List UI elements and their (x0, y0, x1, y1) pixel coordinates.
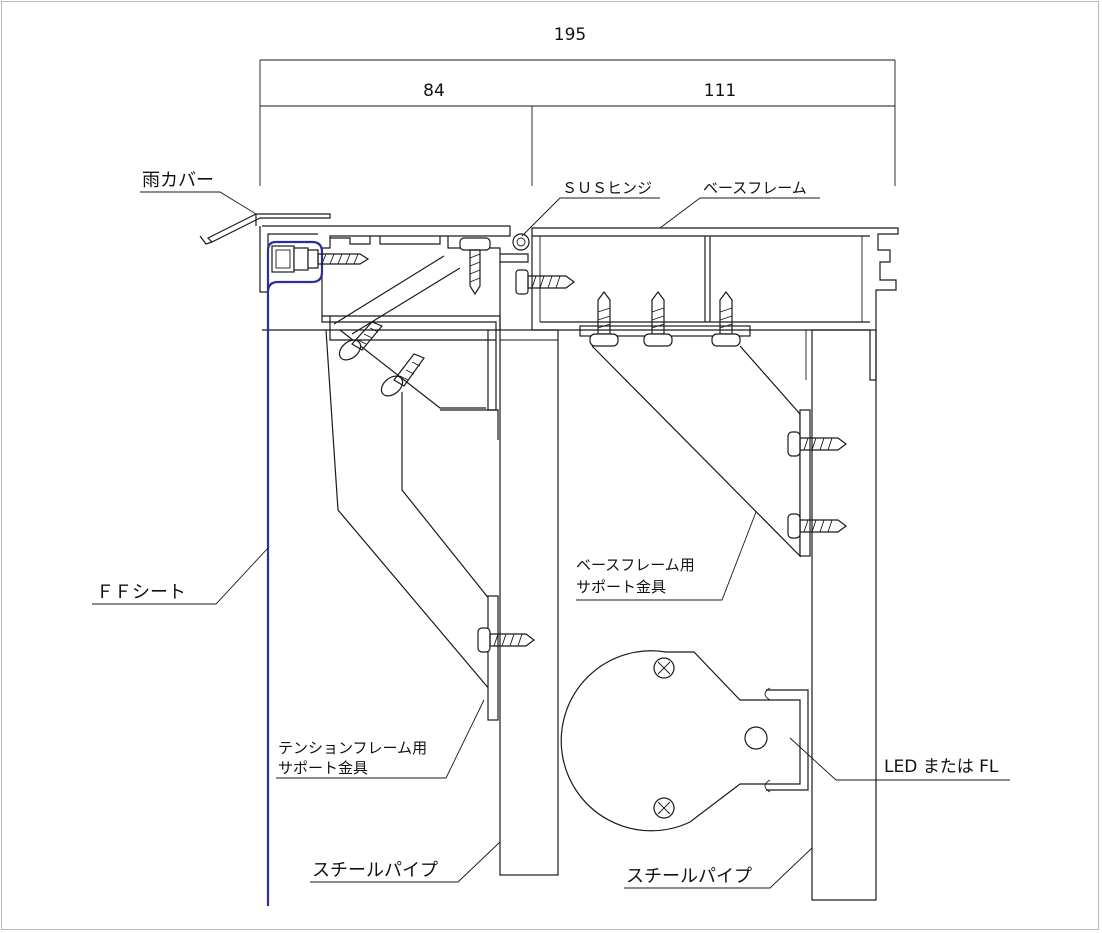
dimension-left: 84 (423, 81, 445, 101)
dimension-lines (259, 59, 896, 186)
lamp-holder-shape (560, 650, 809, 832)
screw-pipe-right-2 (787, 513, 847, 539)
screw-horizontal-1 (307, 249, 370, 269)
steel-pipe-left-shape (499, 329, 559, 876)
screw-base-3 (711, 291, 741, 347)
screw-bracket-1 (338, 321, 383, 361)
label-base-frame-support-2: サポート金具 (576, 578, 666, 596)
label-base-frame: ベースフレーム (703, 179, 807, 197)
dimension-total: 195 (554, 25, 586, 45)
rain-cover-shape (199, 213, 331, 245)
clamp-nut-shape (271, 245, 309, 273)
label-ff-sheet: ＦＦシート (96, 582, 186, 603)
label-steel-pipe-left: スチールパイプ (312, 860, 438, 881)
tension-support-bracket-shape (325, 255, 499, 721)
screw-pipe-left (477, 627, 535, 653)
dimension-right: 111 (704, 81, 736, 101)
label-tension-support-1: テンションフレーム用 (278, 739, 427, 757)
tension-frame-shape (259, 225, 511, 440)
screw-base-1 (589, 291, 619, 347)
label-sus-hinge: ＳＵＳヒンジ (562, 179, 652, 197)
screw-vertical-1 (459, 237, 491, 296)
label-rain-cover: 雨カバー (142, 170, 214, 191)
label-light-source: LED または FL (884, 757, 999, 777)
steel-pipe-right-shape (811, 329, 877, 901)
screw-base-2 (643, 291, 673, 347)
base-support-bracket-shape (591, 345, 811, 558)
screw-horizontal-2 (515, 269, 575, 295)
screw-pipe-right-1 (787, 431, 847, 457)
label-tension-support-2: サポート金具 (278, 759, 368, 777)
sus-hinge-shape (500, 233, 530, 263)
screw-bracket-2 (380, 353, 425, 397)
label-steel-pipe-right: スチールパイプ (626, 866, 752, 887)
ff-sheet-shape (266, 240, 324, 906)
base-frame-shape (531, 227, 899, 381)
leader-lines (92, 191, 1010, 889)
label-base-frame-support-1: ベースフレーム用 (576, 556, 695, 574)
